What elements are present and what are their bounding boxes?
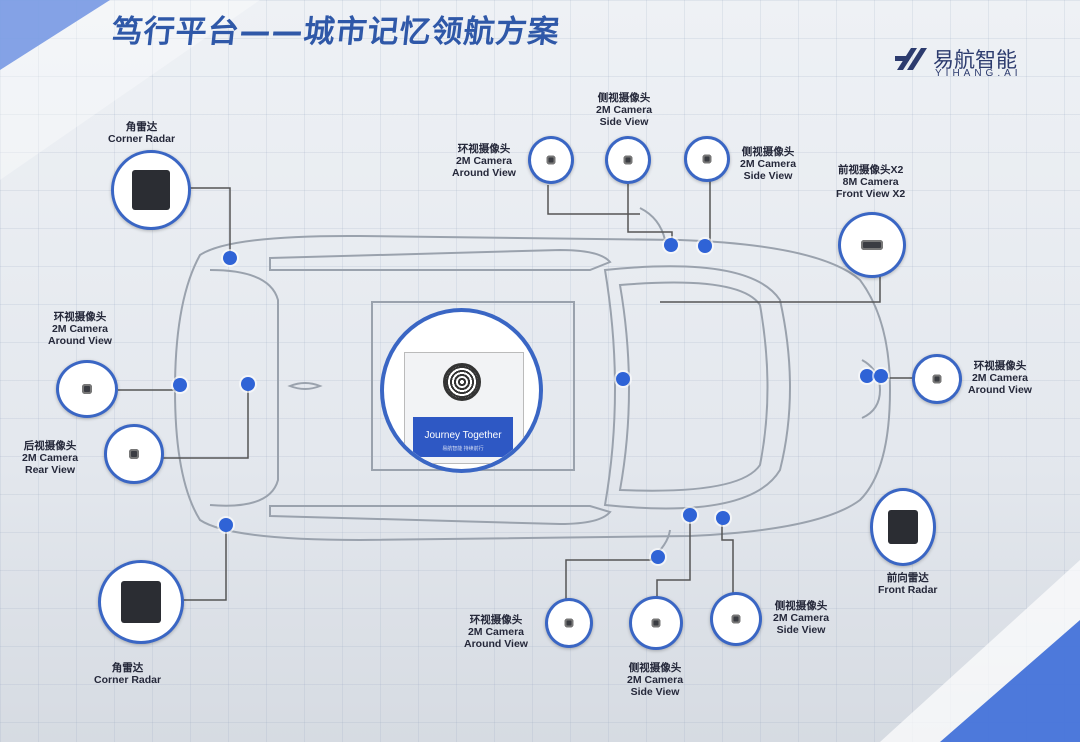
brand-logo-icon xyxy=(895,48,927,70)
corner-radar-icon xyxy=(121,581,161,623)
camera-icon xyxy=(651,618,661,628)
label-line3: Around View xyxy=(464,638,528,650)
sensor-dot-front-right xyxy=(874,369,888,383)
label-line3: Side View xyxy=(599,116,649,128)
fan-icon xyxy=(443,363,481,401)
camera-icon xyxy=(702,154,712,164)
sensor-dot-side-view-bottom xyxy=(683,508,697,522)
camera-icon xyxy=(82,384,92,394)
rear-view-circle xyxy=(104,424,164,484)
side-view-bottom-1-circle xyxy=(629,596,683,650)
label-line2: 2M Camera xyxy=(455,155,512,167)
corner-radar-icon xyxy=(132,170,170,210)
label-cn: 侧视摄像头 xyxy=(741,146,795,158)
label-around-view-top: 环视摄像头 2M Camera Around View xyxy=(452,143,516,179)
camera-icon xyxy=(861,240,883,250)
label-line2: 8M Camera xyxy=(842,176,899,188)
front-view-circle xyxy=(838,212,906,278)
sensor-dot-side-view-top-2 xyxy=(698,239,712,253)
label-line2: 2M Camera xyxy=(971,372,1028,384)
label-en: Corner Radar xyxy=(108,133,176,145)
label-line2: 2M Camera xyxy=(467,626,524,638)
sensor-dot-center xyxy=(616,372,630,386)
label-rear-view: 后视摄像头 2M Camera Rear View xyxy=(22,440,78,476)
label-cn: 侧视摄像头 xyxy=(628,662,682,674)
side-view-top-1-circle xyxy=(605,136,651,184)
camera-icon xyxy=(932,374,942,384)
label-line3: Side View xyxy=(743,170,793,182)
label-cn: 环视摄像头 xyxy=(457,143,511,155)
camera-icon xyxy=(564,618,574,628)
banner-text: Journey Together xyxy=(424,430,502,441)
label-line2: 2M Camera xyxy=(740,158,797,170)
label-line3: Front View X2 xyxy=(836,188,906,200)
banner-subtext: 易航智能 持续前行 xyxy=(442,446,484,452)
label-corner-radar-rear-top: 角雷达 Corner Radar xyxy=(108,121,175,145)
label-line3: Side View xyxy=(776,624,826,636)
label-front-radar: 前向雷达 Front Radar xyxy=(878,572,938,596)
sensor-dot-front-left xyxy=(860,369,874,383)
page-title: 笃行平台——城市记忆领航方案 xyxy=(109,14,562,50)
label-cn: 前向雷达 xyxy=(886,572,929,584)
label-line2: 2M Camera xyxy=(22,452,79,464)
front-radar-icon xyxy=(888,510,918,544)
label-cn: 角雷达 xyxy=(125,121,158,133)
label-cn: 角雷达 xyxy=(111,662,144,674)
label-cn: 侧视摄像头 xyxy=(597,92,651,104)
label-en: Corner Radar xyxy=(94,674,162,686)
corner-radar-rear-top-circle xyxy=(111,150,191,230)
sensor-dot-around-view-left xyxy=(173,378,187,392)
label-line3: Around View xyxy=(968,384,1032,396)
label-side-view-bottom-2: 侧视摄像头 2M Camera Side View xyxy=(773,600,829,636)
sensor-dot-corner-radar-rear-left xyxy=(223,251,237,265)
domain-controller-device: Journey Together 易航智能 持续前行 xyxy=(404,352,524,464)
label-side-view-bottom-1: 侧视摄像头 2M Camera Side View xyxy=(627,662,683,698)
corner-radar-rear-bottom-circle xyxy=(98,560,184,644)
sensor-dot-side-view-top xyxy=(664,238,678,252)
label-around-view-left: 环视摄像头 2M Camera Around View xyxy=(48,311,112,347)
device-banner: Journey Together 易航智能 持续前行 xyxy=(413,417,513,457)
label-cn: 环视摄像头 xyxy=(53,311,107,323)
brand-name-cn: 易航智能 xyxy=(933,48,1017,72)
label-cn: 环视摄像头 xyxy=(973,360,1027,372)
label-cn: 环视摄像头 xyxy=(469,614,523,626)
label-around-view-bottom: 环视摄像头 2M Camera Around View xyxy=(464,614,528,650)
label-side-view-top-1: 侧视摄像头 2M Camera Side View xyxy=(596,92,652,128)
camera-icon xyxy=(623,155,633,165)
label-line2: 2M Camera xyxy=(596,104,653,116)
sensor-dot-side-view-bottom-2 xyxy=(716,511,730,525)
label-side-view-top-2: 侧视摄像头 2M Camera Side View xyxy=(740,146,796,182)
side-view-top-2-circle xyxy=(684,136,730,182)
label-cn: 前视摄像头X2 xyxy=(837,164,904,176)
label-en: Front Radar xyxy=(878,584,938,596)
label-cn: 侧视摄像头 xyxy=(774,600,828,612)
around-view-left-circle xyxy=(56,360,118,418)
around-view-right-circle xyxy=(912,354,962,404)
label-line2: 2M Camera xyxy=(773,612,830,624)
sensor-dot-around-view-bottom xyxy=(651,550,665,564)
label-line2: 2M Camera xyxy=(627,674,684,686)
label-line2: 2M Camera xyxy=(51,323,108,335)
label-front-view: 前视摄像头X2 8M Camera Front View X2 xyxy=(836,164,905,200)
label-cn: 后视摄像头 xyxy=(23,440,77,452)
camera-icon xyxy=(546,155,556,165)
label-line3: Around View xyxy=(48,335,112,347)
sensor-dot-rear-view xyxy=(241,377,255,391)
label-corner-radar-rear-bottom: 角雷达 Corner Radar xyxy=(94,662,161,686)
side-view-bottom-2-circle xyxy=(710,592,762,646)
label-line3: Rear View xyxy=(25,464,76,476)
around-view-top-circle xyxy=(528,136,574,184)
domain-controller-circle: Journey Together 易航智能 持续前行 xyxy=(380,308,543,473)
sensor-dot-corner-radar-rear-right xyxy=(219,518,233,532)
brand-name-en: YIHANG.AI xyxy=(935,68,1022,79)
label-line3: Around View xyxy=(452,167,516,179)
camera-icon xyxy=(731,614,741,624)
camera-icon xyxy=(129,449,139,459)
around-view-bottom-circle xyxy=(545,598,593,648)
label-line3: Side View xyxy=(630,686,680,698)
front-radar-circle xyxy=(870,488,936,566)
label-around-view-right: 环视摄像头 2M Camera Around View xyxy=(968,360,1032,396)
